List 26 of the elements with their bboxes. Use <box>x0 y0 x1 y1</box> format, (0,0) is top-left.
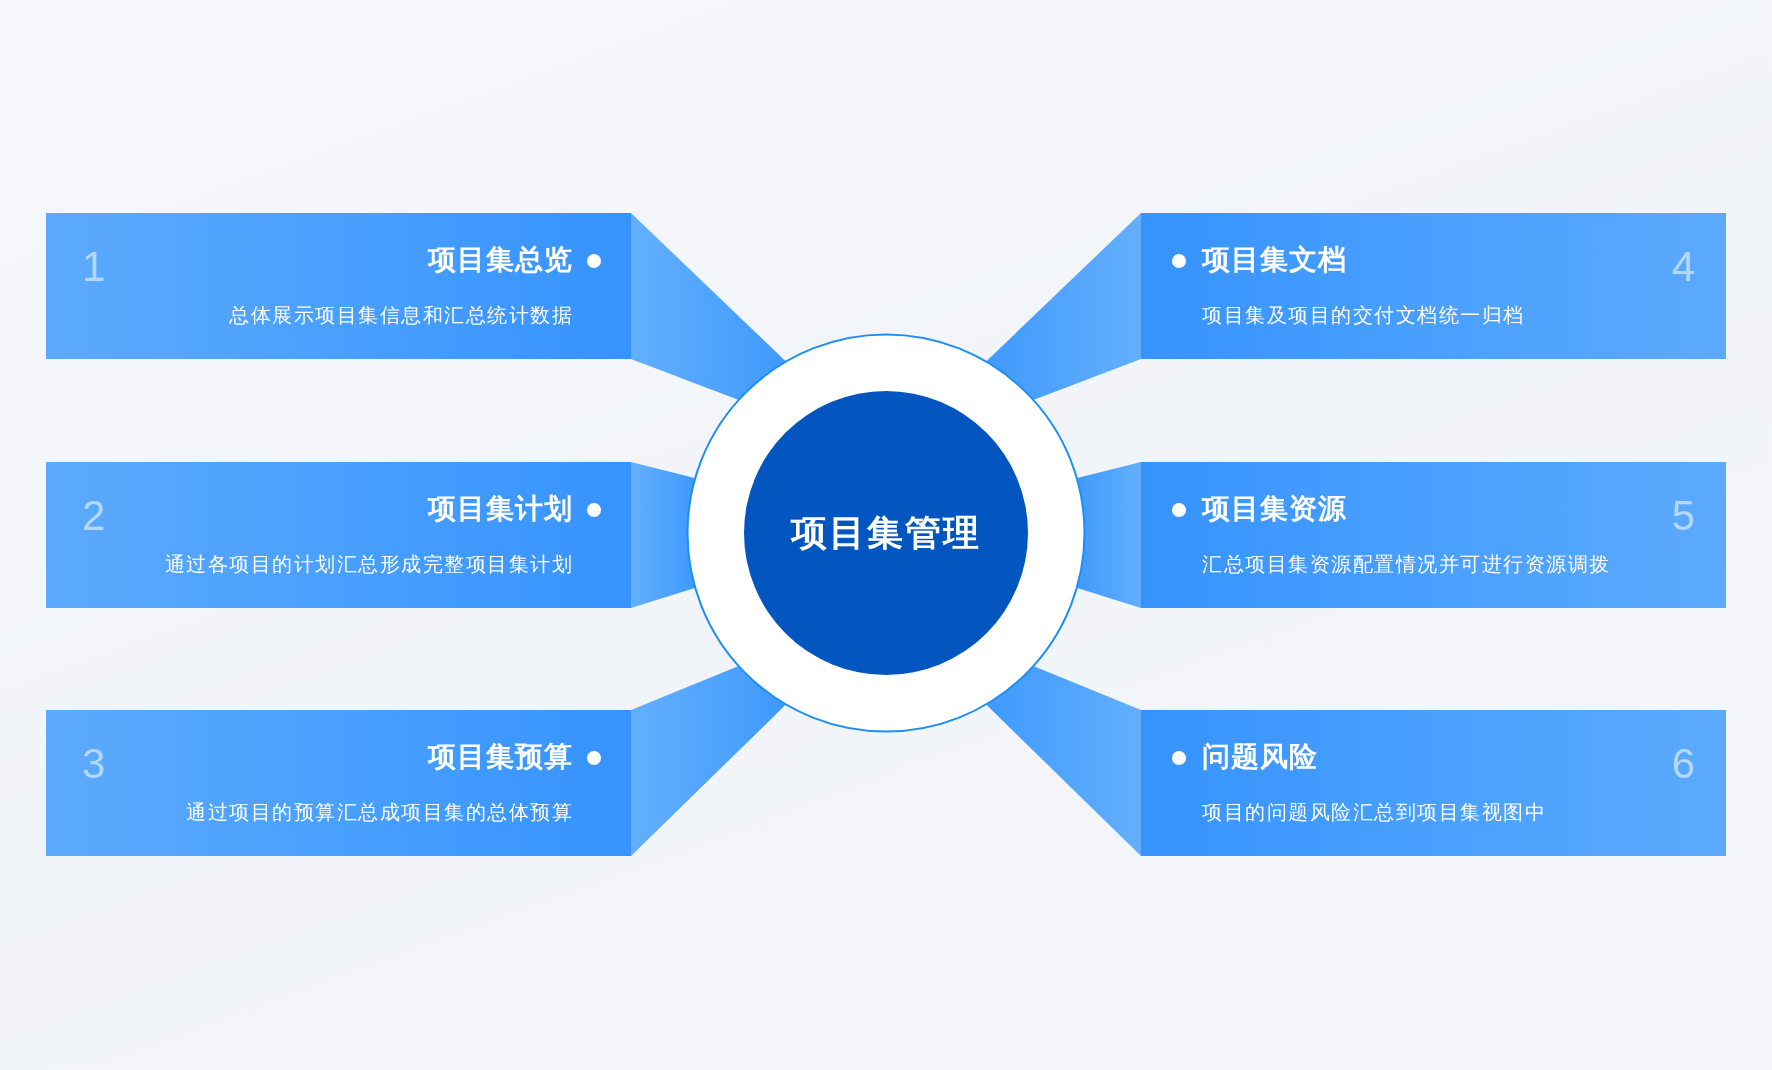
hub-title: 项目集管理 <box>791 511 981 555</box>
card-description: 项目的问题风险汇总到项目集视图中 <box>1202 799 1546 825</box>
card-description: 项目集及项目的交付文档统一归档 <box>1202 302 1525 328</box>
card-description: 总体展示项目集信息和汇总统计数据 <box>229 302 573 328</box>
funnel-connector <box>631 666 786 856</box>
card-description: 汇总项目集资源配置情况并可进行资源调拨 <box>1202 551 1611 577</box>
card-title: 项目集计划 <box>428 492 573 526</box>
step-number: 5 <box>1671 495 1695 537</box>
step-number: 6 <box>1671 743 1695 785</box>
step-number: 1 <box>82 246 106 288</box>
step-number: 3 <box>82 743 106 785</box>
funnel-connector <box>1077 462 1141 608</box>
card-title: 项目集文档 <box>1202 243 1347 277</box>
step-number: 2 <box>82 495 106 537</box>
card-description: 通过各项目的计划汇总形成完整项目集计划 <box>164 551 573 577</box>
step-number: 4 <box>1671 246 1695 288</box>
funnel-connector <box>986 666 1141 856</box>
card-title: 问题风险 <box>1202 740 1318 774</box>
funnel-connector <box>631 213 786 400</box>
funnel-connector <box>631 462 695 608</box>
hub-circle <box>686 333 1086 733</box>
card-title: 项目集资源 <box>1202 492 1347 526</box>
card-title: 项目集预算 <box>428 740 573 774</box>
card-title: 项目集总览 <box>428 243 573 277</box>
card-description: 通过项目的预算汇总成项目集的总体预算 <box>186 799 573 825</box>
funnel-connector <box>986 213 1141 400</box>
